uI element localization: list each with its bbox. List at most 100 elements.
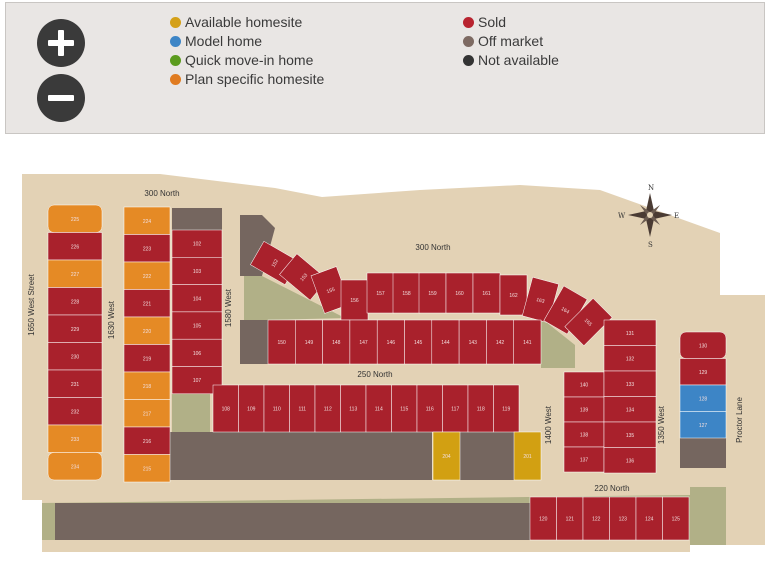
lot-shape[interactable]	[603, 421, 657, 448]
lot-105[interactable]: 105	[171, 311, 223, 340]
lot-shape[interactable]	[47, 452, 103, 481]
lot-shape[interactable]	[563, 421, 605, 448]
lot-shape[interactable]	[123, 289, 171, 318]
lot-150[interactable]: 150	[267, 319, 296, 365]
lot-158[interactable]: 158	[392, 272, 421, 314]
lot-shape[interactable]	[171, 257, 223, 285]
lot-shape[interactable]	[47, 424, 103, 453]
lot-shape[interactable]	[431, 319, 460, 365]
lot-232[interactable]: 232	[47, 397, 103, 426]
lot-shape[interactable]	[263, 384, 290, 433]
lot-229[interactable]: 229	[47, 314, 103, 343]
lot-shape[interactable]	[366, 272, 395, 314]
lot-shape[interactable]	[513, 431, 542, 481]
lot-115[interactable]: 115	[391, 384, 418, 433]
lot-137[interactable]: 137	[563, 446, 605, 473]
lot-shape[interactable]	[603, 447, 657, 474]
lot-160[interactable]: 160	[445, 272, 474, 314]
lot-shape[interactable]	[513, 319, 542, 365]
lot-shape[interactable]	[123, 206, 171, 235]
lot-103[interactable]: 103	[171, 257, 223, 285]
lot-shape[interactable]	[123, 234, 171, 263]
lot-114[interactable]: 114	[365, 384, 392, 433]
lot-102[interactable]: 102	[171, 229, 223, 258]
lot-125[interactable]: 125	[662, 496, 690, 541]
lot-204[interactable]: 204	[432, 431, 461, 481]
lot-shape[interactable]	[47, 342, 103, 371]
lot-148[interactable]: 148	[322, 319, 351, 365]
lot-136[interactable]: 136	[603, 447, 657, 474]
lot-216[interactable]: 216	[123, 426, 171, 455]
lot-221[interactable]: 221	[123, 289, 171, 318]
lots-group[interactable]: 2252262272282292302312322332342242232222…	[47, 204, 727, 541]
lot-161[interactable]: 161	[472, 272, 501, 314]
lot-145[interactable]: 145	[404, 319, 433, 365]
lot-233[interactable]: 233	[47, 424, 103, 453]
lot-shape[interactable]	[603, 345, 657, 372]
lot-shape[interactable]	[238, 384, 265, 433]
lot-shape[interactable]	[582, 496, 610, 541]
lot-132[interactable]: 132	[603, 345, 657, 372]
lot-shape[interactable]	[499, 274, 528, 316]
lot-shape[interactable]	[123, 261, 171, 290]
lot-shape[interactable]	[171, 311, 223, 340]
lot-201[interactable]: 201	[513, 431, 542, 481]
lot-133[interactable]: 133	[603, 370, 657, 397]
lot-shape[interactable]	[314, 384, 341, 433]
lot-219[interactable]: 219	[123, 344, 171, 373]
lot-144[interactable]: 144	[431, 319, 460, 365]
lot-106[interactable]: 106	[171, 338, 223, 367]
lot-shape[interactable]	[123, 316, 171, 345]
lot-shape[interactable]	[679, 358, 727, 386]
lot-146[interactable]: 146	[376, 319, 405, 365]
lot-159[interactable]: 159	[418, 272, 447, 314]
lot-162[interactable]: 162	[499, 274, 528, 316]
lot-135[interactable]: 135	[603, 421, 657, 448]
lot-shape[interactable]	[365, 384, 392, 433]
lot-shape[interactable]	[458, 319, 487, 365]
lot-124[interactable]: 124	[635, 496, 663, 541]
lot-shape[interactable]	[47, 232, 103, 261]
lot-shape[interactable]	[171, 338, 223, 367]
lot-143[interactable]: 143	[458, 319, 487, 365]
lot-shape[interactable]	[47, 314, 103, 343]
lot-130[interactable]: 130	[679, 331, 727, 359]
lot-shape[interactable]	[47, 287, 103, 316]
lot-234[interactable]: 234	[47, 452, 103, 481]
lot-119[interactable]: 119	[493, 384, 520, 433]
lot-shape[interactable]	[295, 319, 323, 365]
lot-141[interactable]: 141	[513, 319, 542, 365]
lot-shape[interactable]	[563, 446, 605, 473]
lot-123[interactable]: 123	[609, 496, 637, 541]
lot-shape[interactable]	[212, 384, 239, 433]
lot-228[interactable]: 228	[47, 287, 103, 316]
lot-225[interactable]: 225	[47, 204, 103, 233]
lot-128[interactable]: 128	[679, 384, 727, 412]
lot-113[interactable]: 113	[340, 384, 367, 433]
lot-110[interactable]: 110	[263, 384, 290, 433]
lot-131[interactable]: 131	[603, 319, 657, 346]
lot-shape[interactable]	[267, 319, 296, 365]
lot-120[interactable]: 120	[529, 496, 557, 541]
lot-127[interactable]: 127	[679, 411, 727, 439]
zoom-in-button[interactable]	[37, 19, 85, 67]
lot-111[interactable]: 111	[289, 384, 316, 433]
lot-129[interactable]: 129	[679, 358, 727, 386]
lot-shape[interactable]	[679, 384, 727, 412]
lot-shape[interactable]	[123, 344, 171, 373]
lot-157[interactable]: 157	[366, 272, 395, 314]
lot-139[interactable]: 139	[563, 396, 605, 423]
lot-104[interactable]: 104	[171, 284, 223, 313]
lot-215[interactable]: 215	[123, 454, 171, 483]
lot-shape[interactable]	[47, 259, 103, 288]
lot-109[interactable]: 109	[238, 384, 265, 433]
lot-shape[interactable]	[486, 319, 514, 365]
lot-116[interactable]: 116	[416, 384, 443, 433]
lot-shape[interactable]	[404, 319, 433, 365]
lot-shape[interactable]	[603, 370, 657, 397]
lot-112[interactable]: 112	[314, 384, 341, 433]
lot-shape[interactable]	[662, 496, 690, 541]
lot-118[interactable]: 118	[467, 384, 494, 433]
lot-217[interactable]: 217	[123, 399, 171, 428]
